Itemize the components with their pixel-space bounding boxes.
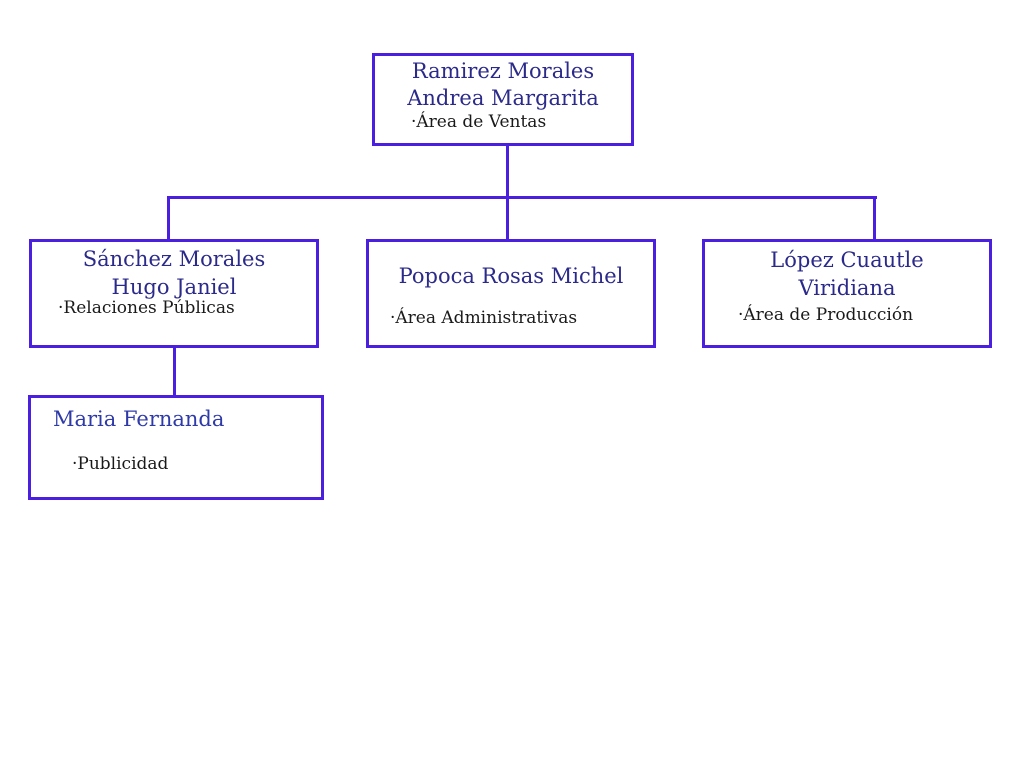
node-area: ·Área de Producción: [738, 305, 914, 325]
node-name: Maria Fernanda: [53, 407, 225, 431]
node-name: Andrea Margarita: [407, 86, 599, 110]
connector-root-down: [506, 144, 509, 245]
node-right[interactable]: López Cuautle Viridiana ·Área de Producc…: [702, 239, 992, 348]
node-name: Popoca Rosas Michel: [398, 264, 624, 288]
node-middle[interactable]: Popoca Rosas Michel ·Área Administrativa…: [366, 239, 656, 348]
connector-sub: [173, 346, 176, 398]
node-area: ·Área Administrativas: [390, 308, 578, 328]
node-name: Hugo Janiel: [111, 275, 237, 299]
node-name: Ramirez Morales: [411, 59, 595, 83]
node-name: López Cuautle: [770, 248, 924, 272]
connector-horizontal: [167, 196, 877, 199]
node-name: Sánchez Morales: [82, 247, 266, 271]
node-area: ·Publicidad: [72, 454, 169, 474]
node-area: ·Área de Ventas: [411, 112, 547, 132]
node-sub[interactable]: Maria Fernanda ·Publicidad: [28, 395, 324, 500]
node-area: ·Relaciones Públicas: [58, 298, 235, 318]
node-name: Viridiana: [798, 276, 896, 300]
node-root[interactable]: Ramirez Morales Andrea Margarita ·Área d…: [372, 53, 634, 146]
connector-left-drop: [167, 196, 170, 242]
connector-right-drop: [873, 196, 876, 242]
node-left[interactable]: Sánchez Morales Hugo Janiel ·Relaciones …: [29, 239, 319, 348]
